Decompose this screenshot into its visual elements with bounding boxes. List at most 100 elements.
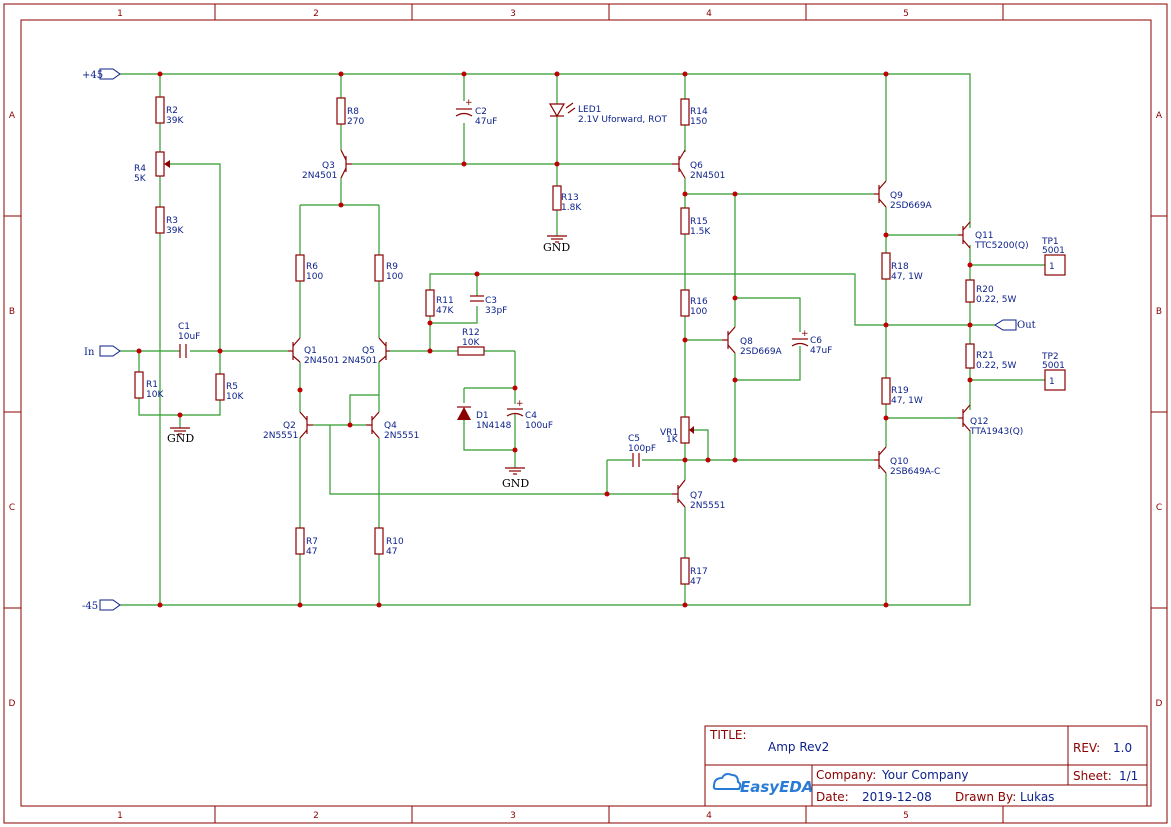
- transistor-q4-icon: [366, 411, 380, 439]
- d1-ref: D1: [476, 411, 489, 421]
- r12-val: 10K: [462, 338, 480, 348]
- resistor-r14: [680, 98, 690, 126]
- resistor-r10: [374, 527, 384, 555]
- c3-ref: C3: [485, 296, 497, 306]
- resistor-r6: [295, 254, 305, 282]
- c2-ref: C2: [475, 107, 487, 117]
- capacitor-c1: [179, 344, 187, 358]
- r10-ref: R10: [386, 537, 404, 547]
- resistor-r13: [552, 185, 562, 211]
- transistor-q1-icon: [288, 337, 301, 363]
- port-input-label: In: [84, 347, 95, 358]
- c4-val: 100uF: [525, 421, 553, 431]
- testpoint-tp2: [1044, 369, 1066, 391]
- q10-val: 2SB649A-C: [890, 467, 940, 477]
- resistor-r17: [680, 557, 690, 585]
- title-value: Amp Rev2: [768, 740, 829, 754]
- q7-val: 2N5551: [690, 501, 725, 511]
- q11-ref: Q11: [975, 231, 994, 241]
- r2-ref: R2: [166, 106, 178, 116]
- resistor-r2: [155, 96, 165, 124]
- gnd-icon: [170, 427, 190, 435]
- junctions: [136, 71, 973, 608]
- row-label: A: [1156, 111, 1163, 121]
- q7-ref: Q7: [690, 491, 703, 501]
- r9-val: 100: [386, 272, 403, 282]
- resistor-r18: [881, 252, 891, 280]
- col-label: 5: [903, 811, 909, 821]
- r17-val: 47: [690, 577, 701, 587]
- capacitor-c4: +: [506, 399, 524, 417]
- c2-val: 47uF: [475, 117, 497, 127]
- r6-ref: R6: [306, 262, 318, 272]
- resistor-r3: [155, 206, 165, 234]
- r7-ref: R7: [306, 537, 318, 547]
- gnd-symbols: GND GND GND: [167, 235, 570, 490]
- port-vneg-label: -45: [82, 601, 98, 612]
- potentiometer-vr1: [680, 416, 690, 444]
- resistor-r19: [881, 377, 891, 405]
- capacitors: C1 10uF + C2 47uF C3 33pF + C4 100uF C5 …: [178, 98, 832, 467]
- r3-val: 39K: [166, 226, 184, 236]
- q1-ref: Q1: [304, 346, 317, 356]
- sheet-value: 1/1: [1119, 769, 1138, 783]
- diodes: LED1 2.1V Uforward, ROT D1 1N4148: [457, 102, 667, 431]
- r18-val: 47, 1W: [891, 272, 923, 282]
- resistor-r1: [134, 371, 144, 399]
- led1-ref: LED1: [578, 105, 601, 115]
- transistor-q2-icon: [299, 411, 313, 439]
- gnd-icon: [505, 467, 525, 475]
- col-label: 4: [706, 811, 712, 821]
- col-label: 4: [706, 9, 712, 19]
- transistor-q5-icon: [378, 337, 390, 363]
- r19-val: 47, 1W: [891, 396, 923, 406]
- q9-ref: Q9: [890, 191, 903, 201]
- q3-val: 2N4501: [302, 171, 337, 181]
- date-label: Date:: [816, 790, 849, 804]
- vr1-val: 1K: [666, 435, 679, 445]
- c6-val: 47uF: [810, 346, 832, 356]
- capacitor-c6: +: [791, 329, 809, 347]
- capacitor-c5: [632, 453, 640, 467]
- transistors: Q3 2N4501 Q1 2N4501 Q5 2N4501 Q2 2N5551: [263, 149, 1029, 511]
- sheet-label: Sheet:: [1073, 769, 1112, 783]
- q4-ref: Q4: [384, 421, 397, 431]
- testpoint-tp1: [1044, 254, 1066, 276]
- r10-val: 47: [386, 547, 397, 557]
- q1-val: 2N4501: [304, 356, 339, 366]
- capacitor-c2: +: [455, 98, 473, 117]
- col-label: 2: [313, 9, 319, 19]
- row-label: D: [9, 699, 16, 709]
- r9-ref: R9: [386, 262, 398, 272]
- r1-ref: R1: [146, 380, 158, 390]
- transistor-q8-icon: [722, 326, 736, 354]
- port-output: [994, 319, 1017, 331]
- q11-val: TTC5200(Q): [974, 241, 1029, 251]
- resistor-r21: [965, 343, 975, 369]
- col-label: 1: [117, 9, 123, 19]
- row-label: C: [9, 503, 15, 513]
- port-output-label: Out: [1017, 320, 1036, 331]
- c3-val: 33pF: [485, 306, 507, 316]
- port-vneg: [99, 599, 121, 611]
- resistor-r20: [965, 279, 975, 303]
- r16-ref: R16: [690, 297, 708, 307]
- transistor-q3-icon: [340, 149, 352, 179]
- tp2-ref: TP2: [1041, 352, 1059, 362]
- r21-ref: R21: [976, 351, 994, 361]
- rev-value: 1.0: [1113, 741, 1132, 755]
- r17-ref: R17: [690, 567, 708, 577]
- r4-val: 5K: [134, 174, 147, 184]
- svg-text:+: +: [465, 98, 473, 108]
- r6-val: 100: [306, 272, 323, 282]
- gnd-icon: [547, 235, 567, 243]
- c5-ref: C5: [628, 434, 640, 444]
- port-vpos-label: +45: [82, 70, 103, 81]
- q5-val: 2N4501: [342, 356, 377, 366]
- transistor-q9-icon: [874, 180, 887, 208]
- q12-ref: Q12: [970, 417, 989, 427]
- r13-ref: R13: [561, 193, 579, 203]
- r14-ref: R14: [690, 107, 708, 117]
- gnd-label: GND: [167, 432, 194, 445]
